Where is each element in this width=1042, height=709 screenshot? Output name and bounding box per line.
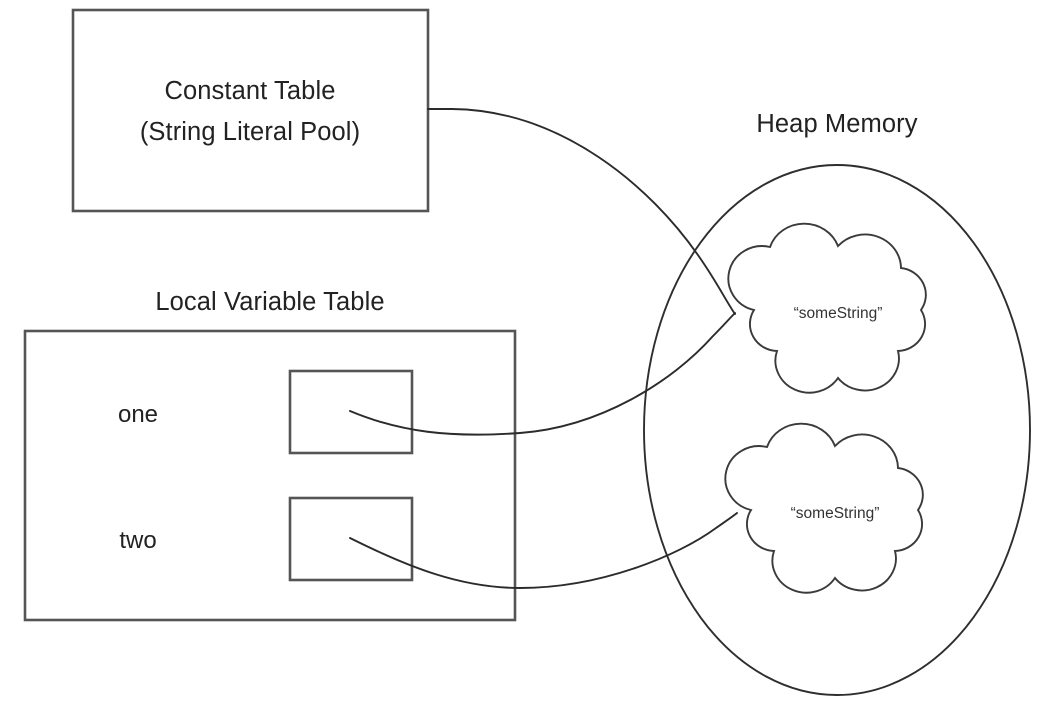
constant-table-title-line2: (String Literal Pool): [140, 118, 360, 146]
connector-constant-table-to-heap-object-1[interactable]: [427, 108, 736, 315]
connector-variable-two-to-heap-object-2[interactable]: [349, 512, 738, 589]
local-variable-table-title: Local Variable Table: [155, 288, 384, 316]
local-variable-table-box[interactable]: [23, 329, 517, 622]
heap-memory-ellipse[interactable]: [643, 164, 1031, 696]
heap-memory-title: Heap Memory: [756, 110, 917, 138]
constant-table-title-line1: Constant Table: [164, 77, 335, 105]
connector-variable-one-to-heap-object-2[interactable]: [349, 312, 736, 436]
variable-name-one: one: [118, 401, 158, 428]
heap-object-2-value: “someString”: [791, 505, 880, 522]
heap-object-cloud-1[interactable]: “someString”: [727, 222, 927, 394]
heap-object-1-value: “someString”: [794, 305, 883, 322]
variable-name-two: two: [119, 527, 156, 554]
heap-object-cloud-2[interactable]: “someString”: [724, 422, 924, 594]
constant-table-box[interactable]: [71, 8, 430, 213]
